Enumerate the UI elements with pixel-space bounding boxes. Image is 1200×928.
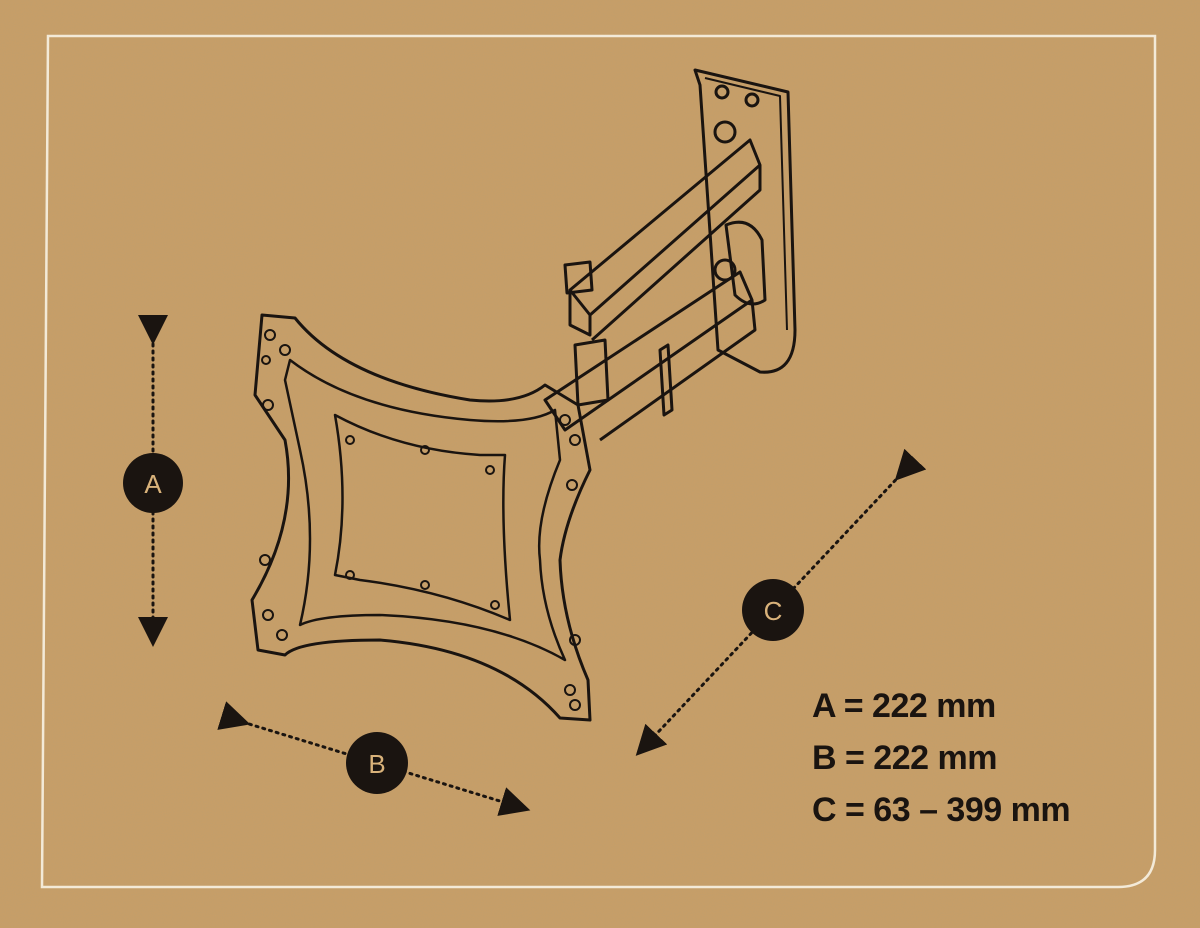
svg-text:A: A [144,469,162,499]
dimension-legend: A = 222 mm B = 222 mm C = 63 – 399 mm [812,680,1071,836]
svg-text:B: B [368,749,385,779]
frame-border [40,34,1157,889]
badge-c: C [742,579,804,641]
tv-wall-mount-illustration [250,68,797,722]
dimension-c-text: C = 63 – 399 mm [812,791,1071,829]
badge-a: A [123,453,183,513]
dimension-b-text: B = 222 mm [812,739,997,777]
dimension-a-text: A = 222 mm [812,687,996,725]
badge-b: B [346,732,408,794]
svg-text:C: C [764,596,783,626]
